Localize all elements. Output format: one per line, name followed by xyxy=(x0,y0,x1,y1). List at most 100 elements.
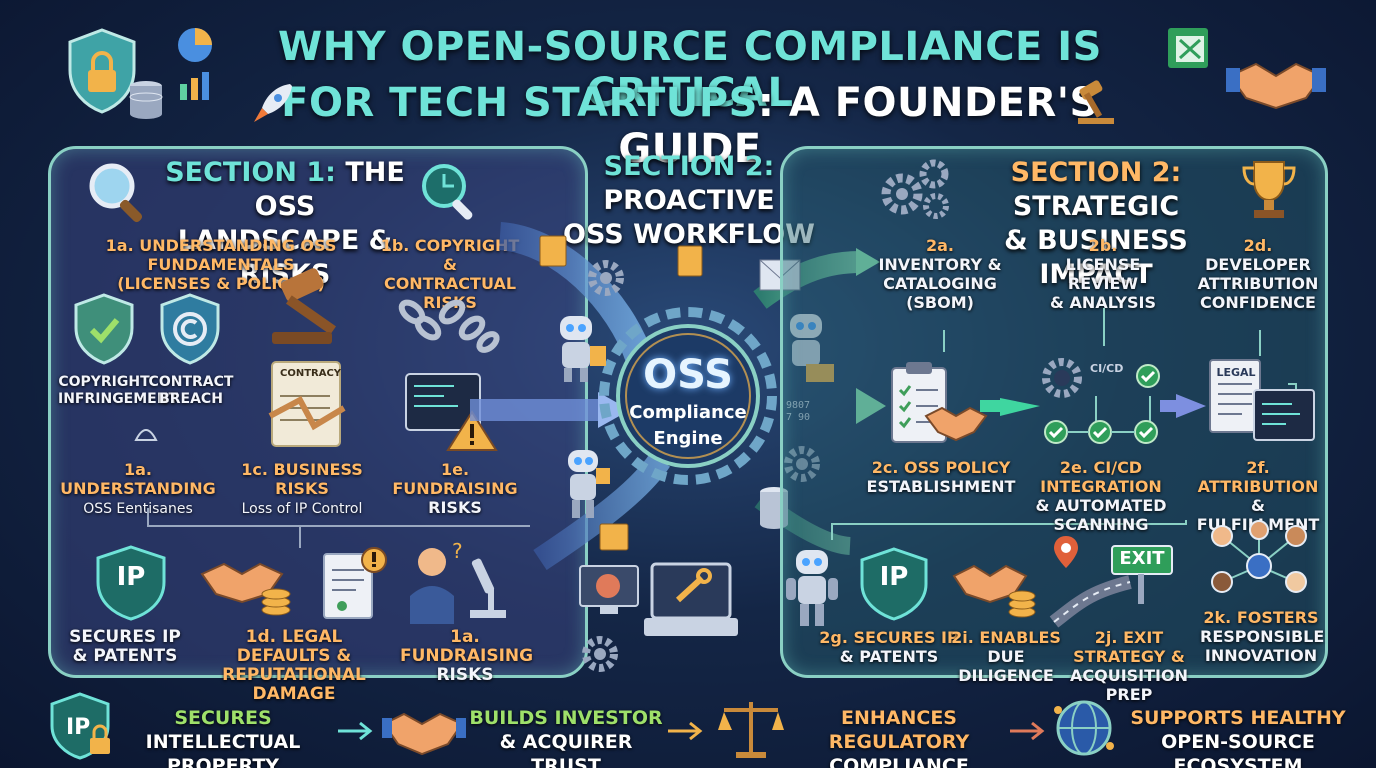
section2-right-title-a: SECTION 2: xyxy=(1010,157,1182,188)
laptop-wrench-icon xyxy=(642,560,740,642)
cicd-gear-icon xyxy=(1040,356,1084,400)
code-window-warning-icon xyxy=(402,372,502,454)
item-2c: 2c. OSS POLICY ESTABLISHMENT xyxy=(866,458,1016,496)
ip-shield-icon xyxy=(92,544,170,622)
item-2d-line1: 2d. xyxy=(1243,236,1273,255)
item-2e-line2: & AUTOMATED xyxy=(1035,496,1167,515)
bottom-item-1-line1: SECURES xyxy=(174,707,272,729)
title-line-2a: FOR TECH STARTUPS xyxy=(281,80,758,126)
bottom-item-3: ENHANCES REGULATORY COMPLIANCE xyxy=(784,706,1014,768)
handshake-coins-icon xyxy=(198,554,298,618)
section2-center-title-c: OSS WORKFLOW xyxy=(563,219,815,250)
item-2j-line2: ACQUISITION PREP xyxy=(1069,666,1188,704)
ip-lock-shield-icon: IP xyxy=(50,692,116,762)
bottom-left-2-line1: 1d. LEGAL DEFAULTS & xyxy=(236,627,352,666)
document-alert-icon xyxy=(320,546,390,624)
item-2c-line1: 2c. OSS POLICY xyxy=(871,458,1011,477)
pie-chart-icon xyxy=(176,26,214,64)
title-line-1: WHY OPEN-SOURCE COMPLIANCE IS CRITICAL xyxy=(278,24,1102,116)
bottom-left-2-line2: REPUTATIONAL DAMAGE xyxy=(222,665,366,704)
robot-icon-2 xyxy=(776,310,836,384)
chain-links-icon xyxy=(392,298,502,356)
item-2a-line1: 2a. xyxy=(925,236,954,255)
item-2b: 2b. LICENSE REVIEW & ANALYSIS xyxy=(1028,236,1178,312)
item-2a: 2a. INVENTORY & CATALOGING (SBOM) xyxy=(876,236,1004,312)
shield-lock-icon xyxy=(62,26,142,116)
section2-right-title-c: & BUSINESS IMPACT xyxy=(1004,225,1188,290)
bottom-item-2-line1: BUILDS INVESTOR xyxy=(469,707,663,729)
document-icon-1 xyxy=(676,244,704,278)
database-icon xyxy=(128,80,164,120)
item-2j: 2j. EXIT STRATEGY & ACQUISITION PREP xyxy=(1056,628,1202,704)
bottom-arrow-2 xyxy=(666,716,706,746)
handshake-icon-small xyxy=(924,400,988,444)
item-1a-mid: 1a. UNDERSTANDING OSS Eentisanes xyxy=(58,460,218,519)
item-2d-line4: CONFIDENCE xyxy=(1200,293,1316,312)
item-2k: 2k. FOSTERS RESPONSIBLE INNOVATION xyxy=(1200,608,1325,665)
item-2g: 2g. SECURES IP & PATENTS xyxy=(818,628,960,666)
ip-shield-icon-right xyxy=(858,546,930,622)
cylinder-icon xyxy=(756,486,792,530)
globe-network-icon xyxy=(1052,696,1116,760)
engine-label-compliance: Compliance xyxy=(629,402,747,423)
section1-title-b: THE OSS xyxy=(254,157,405,222)
shield1-label-line2: INFRINGEMENT xyxy=(58,391,179,407)
shield-check-icon xyxy=(72,292,136,366)
item-1c: 1c. BUSINESS RISKS Loss of IP Control xyxy=(222,460,382,519)
gavel-icon-large xyxy=(262,266,372,348)
item-2k-line2: RESPONSIBLE xyxy=(1200,627,1325,646)
gavel-icon xyxy=(1074,76,1118,126)
bottom-item-3-line2: COMPLIANCE xyxy=(829,755,969,768)
bottom-left-1-line2: & PATENTS xyxy=(72,646,178,666)
item-2a-line4: (SBOM) xyxy=(906,293,974,312)
section1-title-c: LANDSCAPE & RISKS xyxy=(177,225,393,290)
item-2k-line1: 2k. FOSTERS xyxy=(1203,608,1319,627)
bottom-arrow-1 xyxy=(336,716,376,746)
item-1a-top: 1a. UNDERSTANDING OSS FUNDAMENTALS (LICE… xyxy=(56,236,386,293)
item-2j-line1: 2j. EXIT STRATEGY & xyxy=(1073,628,1185,666)
magnifier-icon xyxy=(84,158,152,226)
broken-contract-icon xyxy=(260,356,352,452)
section1-title-a: SECTION 1: xyxy=(165,157,336,188)
item-2i-line1: 2i. ENABLES xyxy=(951,628,1061,647)
bottom-item-2-line2: & ACQUIRER TRUST xyxy=(499,731,633,768)
bottom-item-1: SECURES INTELLECTUAL PROPERTY xyxy=(116,706,330,768)
bottom-left-1: SECURES IP& PATENTS xyxy=(60,628,190,666)
item-2k-line3: INNOVATION xyxy=(1204,646,1318,665)
trophy-icon xyxy=(1240,156,1298,222)
warning-bell-icon xyxy=(132,418,160,444)
bottom-item-3-line1: ENHANCES REGULATORY xyxy=(828,707,970,753)
item-1a-top-line2: (LICENSES & POLICIES) xyxy=(117,274,325,293)
exit-road-icon xyxy=(1049,532,1180,628)
section2-center-title-b: PROACTIVE xyxy=(603,185,775,216)
robot-icon-1 xyxy=(548,312,608,384)
section2-center-title: SECTION 2: PROACTIVE OSS WORKFLOW xyxy=(548,150,830,252)
bottom-left-1-line1: SECURES IP xyxy=(69,627,181,647)
spreadsheet-icon xyxy=(1166,26,1212,70)
item-2d-line3: ATTRIBUTION xyxy=(1197,274,1319,293)
page-title-line-2: FOR TECH STARTUPS: A FOUNDER'S GUIDE xyxy=(220,80,1160,172)
item-2b-line1: 2b. xyxy=(1088,236,1118,255)
section2-right-title: SECTION 2: STRATEGIC & BUSINESS IMPACT xyxy=(952,156,1240,292)
section1-title: SECTION 1: THE OSS LANDSCAPE & RISKS xyxy=(150,156,420,292)
engine-code-snippet-2: 7 90 xyxy=(786,412,811,423)
page-title: WHY OPEN-SOURCE COMPLIANCE IS CRITICAL xyxy=(220,24,1160,116)
item-2i: 2i. ENABLES DUE DILIGENCE xyxy=(948,628,1064,685)
ip-shield-right-text: IP xyxy=(879,562,909,592)
item-2a-line2: INVENTORY & xyxy=(878,255,1002,274)
contract-doc-label: CONTRACY xyxy=(280,368,342,379)
robot-icon-4 xyxy=(780,546,844,630)
item-2g-line1: 2g. SECURES IP xyxy=(819,628,959,647)
section2-center-title-a: SECTION 2: xyxy=(603,151,775,182)
bottom-item-1-line2: INTELLECTUAL PROPERTY xyxy=(145,731,301,768)
item-2i-line2: DUE DILIGENCE xyxy=(958,647,1054,685)
svg-text:IP: IP xyxy=(66,715,90,740)
item-1e-line1: 1e. FUNDRAISING xyxy=(392,460,518,498)
bottom-left-3-line1: 1a. FUNDRAISING xyxy=(400,627,534,666)
